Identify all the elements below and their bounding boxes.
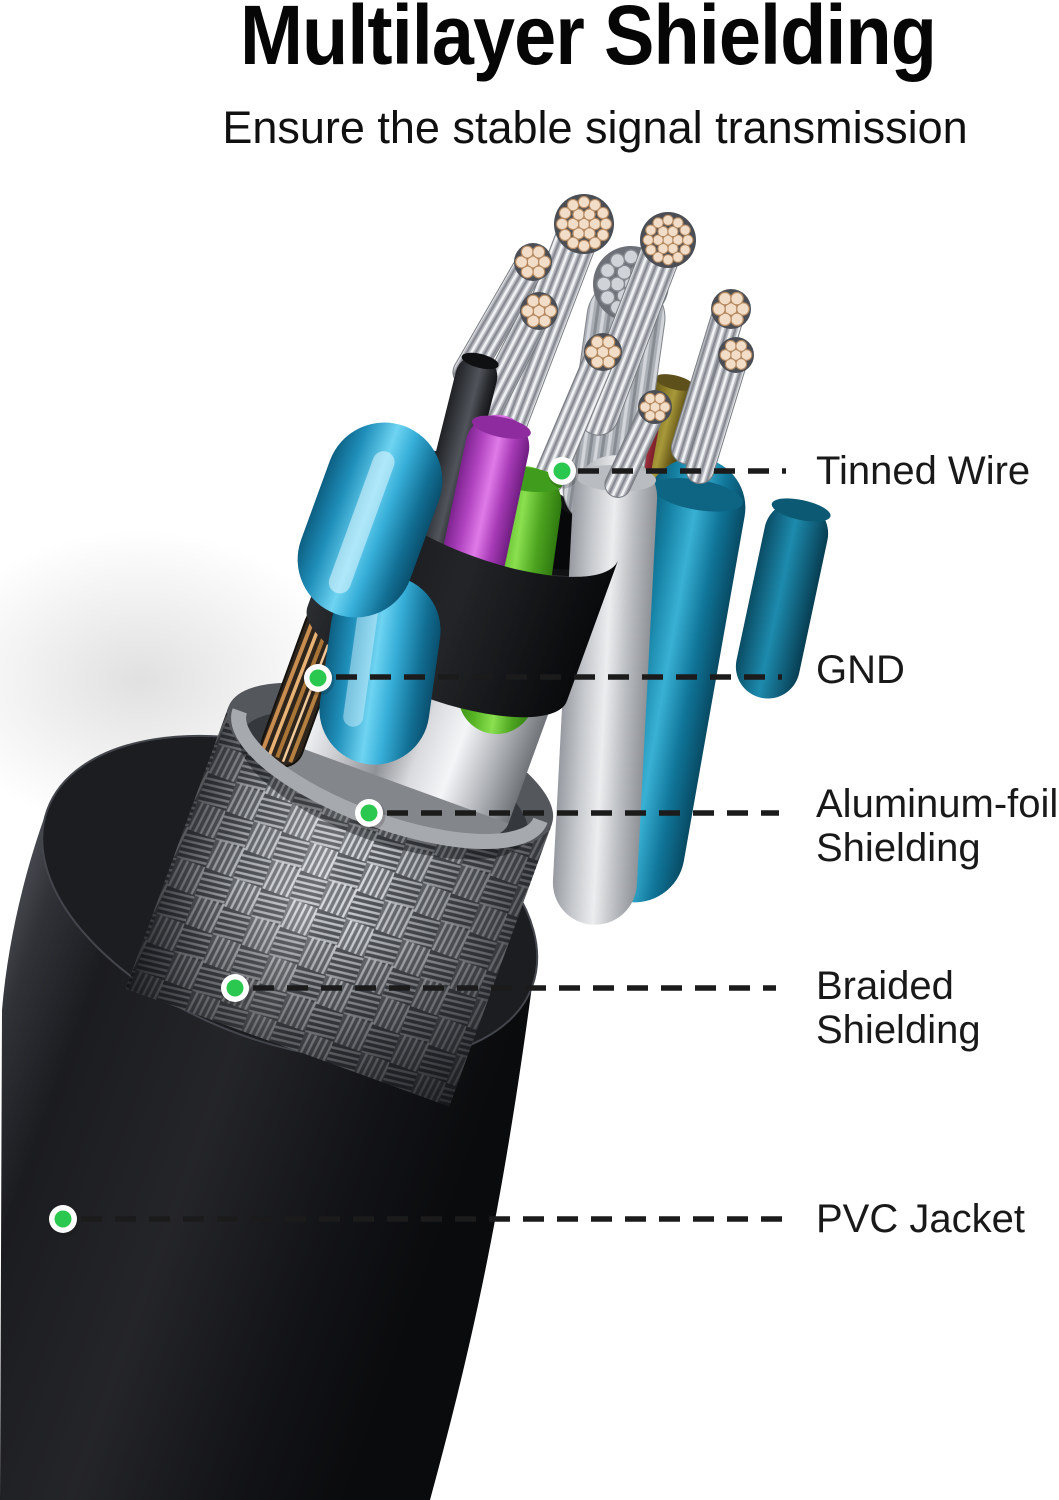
callout-aluminum-foil-shielding: Aluminum-foil Shielding [355, 782, 1058, 870]
callout-braided-shielding: Braided Shielding [221, 964, 981, 1052]
cable-illustration [0, 194, 831, 1500]
callout-label: Tinned Wire [816, 449, 1030, 493]
wire-blue [297, 422, 443, 765]
callouts: Tinned Wire GND Aluminum-foil Shielding … [49, 449, 1058, 1241]
callout-label: GND [816, 648, 905, 692]
callout-label: Shielding [816, 1008, 981, 1052]
callout-label: PVC Jacket [816, 1197, 1025, 1241]
callout-gnd: GND [304, 648, 905, 696]
callout-label: Shielding [816, 826, 981, 870]
callout-label: Braided [816, 964, 954, 1008]
callout-pvc-jacket: PVC Jacket [49, 1197, 1025, 1241]
header: Multilayer Shielding Ensure the stable s… [222, 0, 967, 153]
page-subtitle: Ensure the stable signal transmission [222, 102, 967, 153]
callout-label: Aluminum-foil [816, 782, 1058, 826]
wire-teal-right [735, 498, 831, 699]
callout-tinned-wire: Tinned Wire [548, 449, 1030, 493]
page-title: Multilayer Shielding [240, 0, 936, 82]
